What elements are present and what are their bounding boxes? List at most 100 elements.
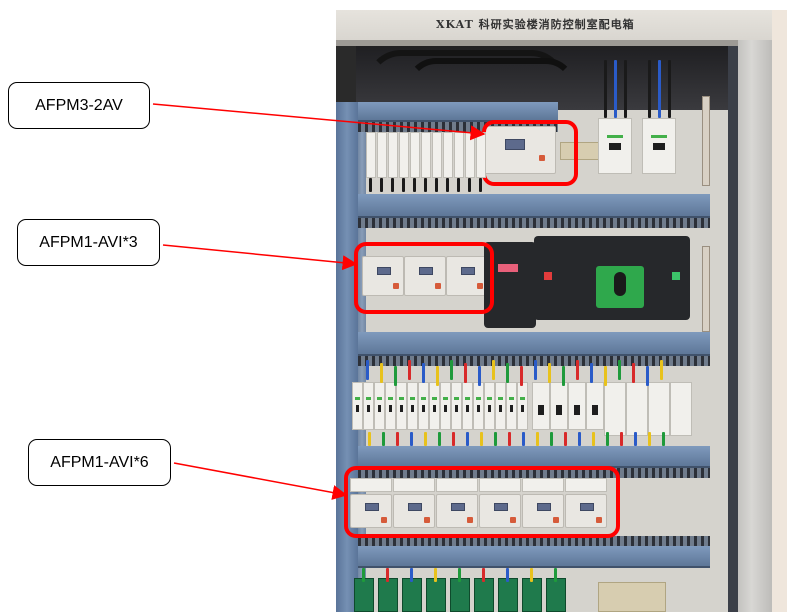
wire [506,568,509,582]
breaker-toggle [555,405,563,415]
wire [554,568,557,582]
wire [446,178,449,192]
breaker-toggle [487,405,492,412]
fuse-holder [410,132,420,178]
breaker-toggle [465,405,470,412]
wire [506,363,509,383]
breaker-indicator [366,397,371,400]
wire [413,178,416,192]
wire [660,360,663,380]
breaker-toggle [573,405,581,415]
miniature-circuit-breaker [374,382,385,430]
breaker-indicator [410,397,415,400]
module-button [596,517,602,523]
callout-label: AFPM3-2AV [35,96,123,114]
controller-display [498,264,518,272]
wire [562,366,565,386]
breaker-toggle [432,405,437,412]
wire [634,432,637,446]
breaker-indicator [443,397,448,400]
fuse-holder [465,132,475,178]
miniature-circuit-breaker [517,382,528,430]
wire [662,432,665,446]
breaker-indicator [388,397,393,400]
arrow-afpm1-avi-x6 [173,462,348,500]
miniature-circuit-breaker [495,382,506,430]
circuit-breaker-4p [532,382,550,430]
wire [604,366,607,386]
module-display [537,503,551,511]
breaker-toggle [410,405,415,412]
wire [648,432,651,446]
wire [480,432,483,446]
breaker-indicator [520,397,525,400]
miniature-circuit-breaker [385,382,396,430]
afpm1-avi-module [446,256,488,296]
wire [457,178,460,192]
ats-green-panel [596,266,644,308]
fuse-holder [476,132,486,178]
wire [576,360,579,380]
breaker-indicator [421,397,426,400]
module-terminal [565,478,607,492]
wire [450,360,453,380]
afpm1-avi-module [565,494,607,528]
callout-afpm1-avi-x6: AFPM1-AVI*6 [28,439,171,486]
wire [520,366,523,386]
breaker-toggle [388,405,393,412]
circuit-breaker-4p [586,382,604,430]
wire [402,178,405,192]
breaker-toggle [476,405,481,412]
circuit-breaker [598,118,632,174]
horizontal-cable-duct-1 [358,102,558,122]
module-display [494,503,508,511]
breaker-indicator [509,397,514,400]
wire [482,568,485,582]
wall-background [770,10,787,612]
current-transformer [522,578,542,612]
wire [422,363,425,383]
cabinet-top-lip [336,40,772,46]
cabinet-top-panel: XKAT 科研实验楼消防控制室配电箱 [336,10,772,42]
afpm1-avi-module [362,256,404,296]
breaker-toggle [537,405,545,415]
wire [668,60,671,118]
current-transformer [546,578,566,612]
wire [466,432,469,446]
module-terminal [393,478,435,492]
horizontal-cable-duct-5 [358,546,710,568]
callout-afpm1-avi-x3: AFPM1-AVI*3 [17,219,160,266]
module-display [365,503,379,511]
breaker-toggle [498,405,503,412]
wire [464,363,467,383]
neutral-busbar [702,246,710,332]
breaker-toggle [399,405,404,412]
module-button [510,517,516,523]
wire [362,568,365,582]
wire [534,360,537,380]
fuse-holder [454,132,464,178]
breaker-toggle [377,405,382,412]
breaker-indicator [399,397,404,400]
ground-busbar [702,96,710,186]
duct-slots [358,536,710,546]
current-transformer [426,578,446,612]
duct-slots [358,468,710,478]
wire [479,178,482,192]
miniature-circuit-breaker [352,382,363,430]
horizontal-cable-duct-4 [358,446,710,468]
afpm3-2av-module [484,126,556,174]
wire [410,432,413,446]
breaker-indicator [487,397,492,400]
miniature-circuit-breaker [407,382,418,430]
wire [386,568,389,582]
miniature-circuit-breaker [418,382,429,430]
wire [396,432,399,446]
fuse-holder [443,132,453,178]
afpm1-avi-module [436,494,478,528]
module-button [553,517,559,523]
wire [564,432,567,446]
automatic-transfer-switch [534,236,690,320]
afpm1-avi-module [404,256,446,296]
miniature-circuit-breaker [396,382,407,430]
